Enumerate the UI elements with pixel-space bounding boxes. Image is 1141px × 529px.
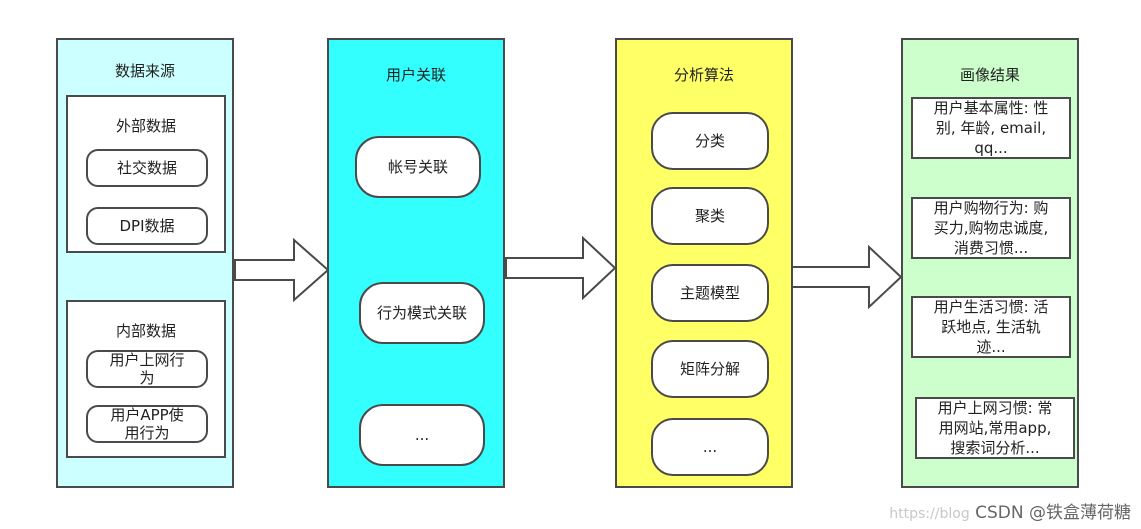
flow-arrow-3 (791, 245, 903, 309)
analysis-algorithm-column: 分析算法 分类 聚类 主题模型 矩阵分解 ... (615, 38, 793, 488)
account-association-node: 帐号关联 (355, 136, 481, 198)
topic-model-node: 主题模型 (651, 264, 769, 322)
account-association-label: 帐号关联 (387, 158, 448, 176)
basic-attributes-box: 用户基本属性: 性 别, 年龄, email, qq... (911, 97, 1071, 159)
algorithm-more-node: ... (651, 418, 769, 476)
dpi-data-node: DPI数据 (86, 207, 208, 245)
user-web-behavior-label: 用户上网行 为 (109, 351, 185, 387)
user-app-behavior-node: 用户APP使 用行为 (86, 405, 208, 443)
user-web-behavior-node: 用户上网行 为 (86, 350, 208, 388)
profile-result-column: 画像结果 用户基本属性: 性 别, 年龄, email, qq... 用户购物行… (901, 38, 1079, 488)
user-app-behavior-label: 用户APP使 用行为 (110, 406, 184, 442)
social-data-node: 社交数据 (86, 149, 208, 187)
watermark-url: https://blog (889, 506, 970, 522)
dpi-data-label: DPI数据 (119, 217, 175, 235)
association-more-label: ... (414, 426, 430, 444)
classification-node: 分类 (651, 112, 769, 170)
user-association-title: 用户关联 (385, 66, 446, 84)
topic-model-label: 主题模型 (679, 284, 740, 302)
user-association-column: 用户关联 帐号关联 行为模式关联 ... (327, 38, 505, 488)
external-data-group: 外部数据 社交数据 DPI数据 (66, 95, 226, 253)
matrix-factorization-node: 矩阵分解 (651, 340, 769, 398)
csdn-watermark: https://blog CSDN @铁盒薄荷糖 (889, 498, 1131, 523)
data-source-title: 数据来源 (114, 62, 175, 80)
analysis-algorithm-title: 分析算法 (673, 66, 734, 84)
behavior-pattern-association-node: 行为模式关联 (359, 282, 485, 344)
profile-result-title: 画像结果 (959, 66, 1020, 84)
classification-label: 分类 (694, 132, 725, 150)
shopping-behavior-label: 用户购物行为: 购 买力,购物忠诚度, 消费习惯... (933, 199, 1049, 257)
clustering-label: 聚类 (694, 207, 725, 225)
shopping-behavior-box: 用户购物行为: 购 买力,购物忠诚度, 消费习惯... (911, 197, 1071, 259)
behavior-pattern-association-label: 行为模式关联 (376, 304, 467, 322)
flow-arrow-1 (234, 238, 330, 302)
web-habits-label: 用户上网习惯: 常 用网站,常用app, 搜索词分析... (937, 399, 1053, 457)
social-data-label: 社交数据 (116, 159, 177, 177)
internal-data-group: 内部数据 用户上网行 为 用户APP使 用行为 (66, 300, 226, 458)
data-source-column: 数据来源 外部数据 社交数据 DPI数据 内部数据 用户上网行 为 用户APP使… (56, 38, 234, 488)
algorithm-more-label: ... (702, 438, 718, 456)
life-habits-label: 用户生活习惯: 活 跃地点, 生活轨 迹... (933, 298, 1049, 356)
watermark-text: CSDN @铁盒薄荷糖 (975, 503, 1131, 523)
web-habits-box: 用户上网习惯: 常 用网站,常用app, 搜索词分析... (915, 397, 1075, 459)
clustering-node: 聚类 (651, 187, 769, 245)
matrix-factorization-label: 矩阵分解 (679, 360, 740, 378)
external-data-title: 外部数据 (115, 117, 176, 135)
association-more-node: ... (359, 404, 485, 466)
basic-attributes-label: 用户基本属性: 性 别, 年龄, email, qq... (933, 99, 1049, 157)
flow-arrow-2 (505, 236, 617, 300)
life-habits-box: 用户生活习惯: 活 跃地点, 生活轨 迹... (911, 296, 1071, 358)
internal-data-title: 内部数据 (115, 322, 176, 340)
